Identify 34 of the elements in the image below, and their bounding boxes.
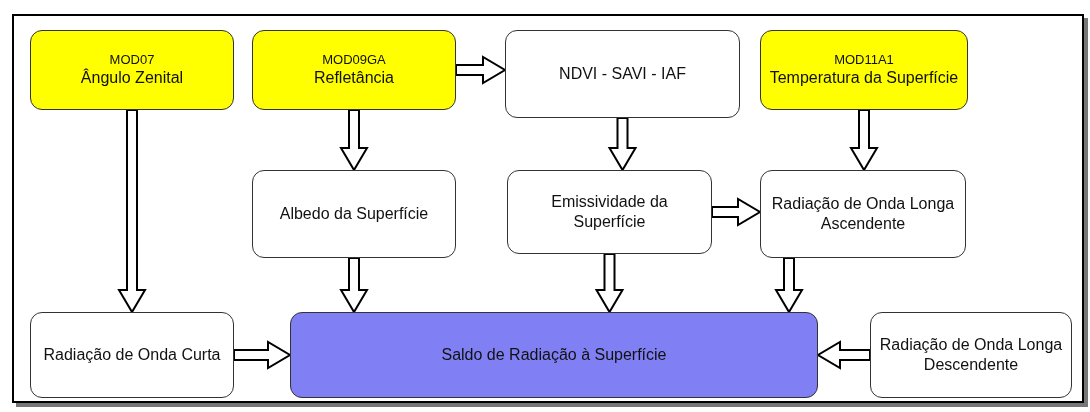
node-label: Saldo de Radiação à Superfície [441, 345, 667, 365]
node-label: NDVI - SAVI - IAF [559, 64, 686, 84]
process-box [30, 30, 234, 110]
block-arrow [816, 340, 871, 370]
block-arrow [849, 109, 879, 172]
process-box [252, 30, 456, 110]
block-arrow [711, 197, 762, 227]
product-code: MOD09GA [322, 52, 386, 68]
node-label: Temperatura da Superfície [769, 68, 959, 88]
block-arrow [339, 109, 369, 172]
node-label: Ângulo Zenital [80, 68, 184, 88]
process-box [760, 170, 966, 258]
process-box [30, 312, 234, 398]
product-code: MOD11A1 [834, 52, 894, 68]
block-arrow [233, 340, 292, 370]
block-arrow [607, 117, 638, 172]
node-label: Radiação de Onda Longa Descendente [879, 335, 1063, 375]
process-box [760, 30, 968, 110]
process-box [505, 30, 740, 118]
node-label: Refletância [313, 68, 394, 88]
product-code: MOD07 [109, 52, 155, 68]
block-arrow [339, 257, 369, 314]
block-arrow [774, 257, 804, 314]
block-arrow [117, 109, 147, 314]
process-box [507, 170, 712, 254]
block-arrow [455, 55, 507, 85]
node-label: Emissividade da Superfície [550, 192, 669, 232]
result-box [290, 312, 818, 398]
block-arrow [594, 253, 625, 314]
node-label: Radiação de Onda Curta [43, 345, 221, 365]
node-label: Albedo da Superfície [279, 204, 429, 224]
node-label: Radiação de Onda Longa Ascendente [770, 194, 956, 234]
process-box [870, 312, 1072, 398]
process-box [252, 170, 456, 258]
